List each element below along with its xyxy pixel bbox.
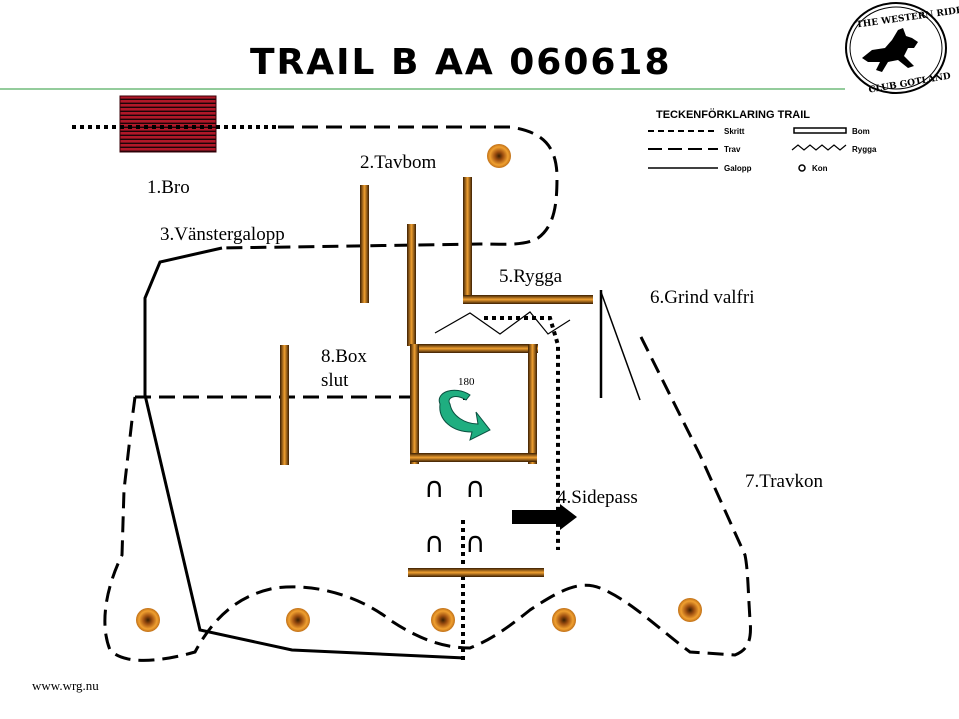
cone (286, 608, 310, 632)
box-pole-top (410, 344, 538, 353)
hoof-print-icon: ∩ (424, 526, 445, 559)
hoof-print-icon: ∩ (465, 471, 486, 504)
legend-kon-swatch (798, 164, 806, 172)
sidepass-pole (408, 568, 544, 577)
gate-obstacle (599, 290, 641, 401)
legend-rygga-swatch (791, 144, 847, 151)
poles (280, 177, 593, 577)
hoof-prints: ∩ ∩ ∩ ∩ (424, 471, 486, 559)
legend-trav-label: Trav (724, 145, 741, 154)
hoof-print-icon: ∩ (465, 526, 486, 559)
legend: TECKENFÖRKLARING TRAIL Skritt Trav Galop… (648, 108, 877, 173)
label-box-line2: slut (321, 370, 349, 391)
box-pole-right (528, 344, 537, 464)
trot-paths (103, 125, 752, 662)
bridge-obstacle (119, 95, 217, 153)
tavbom-pole-2 (407, 224, 416, 346)
label-travkon: 7.Travkon (745, 471, 823, 492)
legend-heading: TECKENFÖRKLARING TRAIL (656, 108, 810, 121)
club-logo: THE WESTERN RIDERS CLUB GOTLAND (845, 2, 959, 96)
trot-path-top (221, 125, 559, 250)
label-tavbom: 2.Tavbom (360, 152, 436, 173)
tavbom-pole-3 (463, 177, 472, 302)
canter-path (143, 246, 466, 660)
page-title: TRAIL B AA 060618 (250, 42, 672, 83)
tavbom-pole-1 (360, 185, 369, 303)
label-box-line1: 8.Box (321, 346, 367, 367)
backup-zigzag (434, 311, 571, 335)
walk-path-box (484, 316, 560, 550)
cone (678, 598, 702, 622)
sidepass-arrow-icon (512, 504, 577, 530)
label-bro: 1.Bro (147, 177, 190, 198)
legend-bom-label: Bom (852, 127, 870, 136)
label-grind: 6.Grind valfri (650, 287, 754, 308)
turn-arrow-icon (438, 389, 491, 441)
label-rygga: 5.Rygga (499, 266, 563, 287)
legend-rygga-label: Rygga (852, 145, 877, 154)
left-pole (280, 345, 289, 465)
legend-bom-swatch (793, 127, 847, 134)
box-pole-left (410, 344, 419, 464)
label-sidepass: 4.Sidepass (557, 487, 638, 508)
cone (487, 144, 511, 168)
box-pole-bottom (410, 453, 537, 462)
horse-rider-icon (862, 28, 918, 72)
hoof-print-icon: ∩ (424, 471, 445, 504)
trot-path-left (103, 334, 752, 662)
cone (552, 608, 576, 632)
legend-kon-label: Kon (812, 164, 828, 173)
label-vanstergalopp: 3.Vänstergalopp (160, 224, 285, 245)
legend-galopp-label: Galopp (724, 164, 752, 173)
cone (136, 608, 160, 632)
rygga-pole (463, 295, 593, 304)
footer-url: www.wrg.nu (32, 678, 99, 693)
turn-degrees-label: 180 (458, 376, 475, 388)
cone (431, 608, 455, 632)
legend-skritt-label: Skritt (724, 127, 745, 136)
cones (136, 144, 702, 632)
